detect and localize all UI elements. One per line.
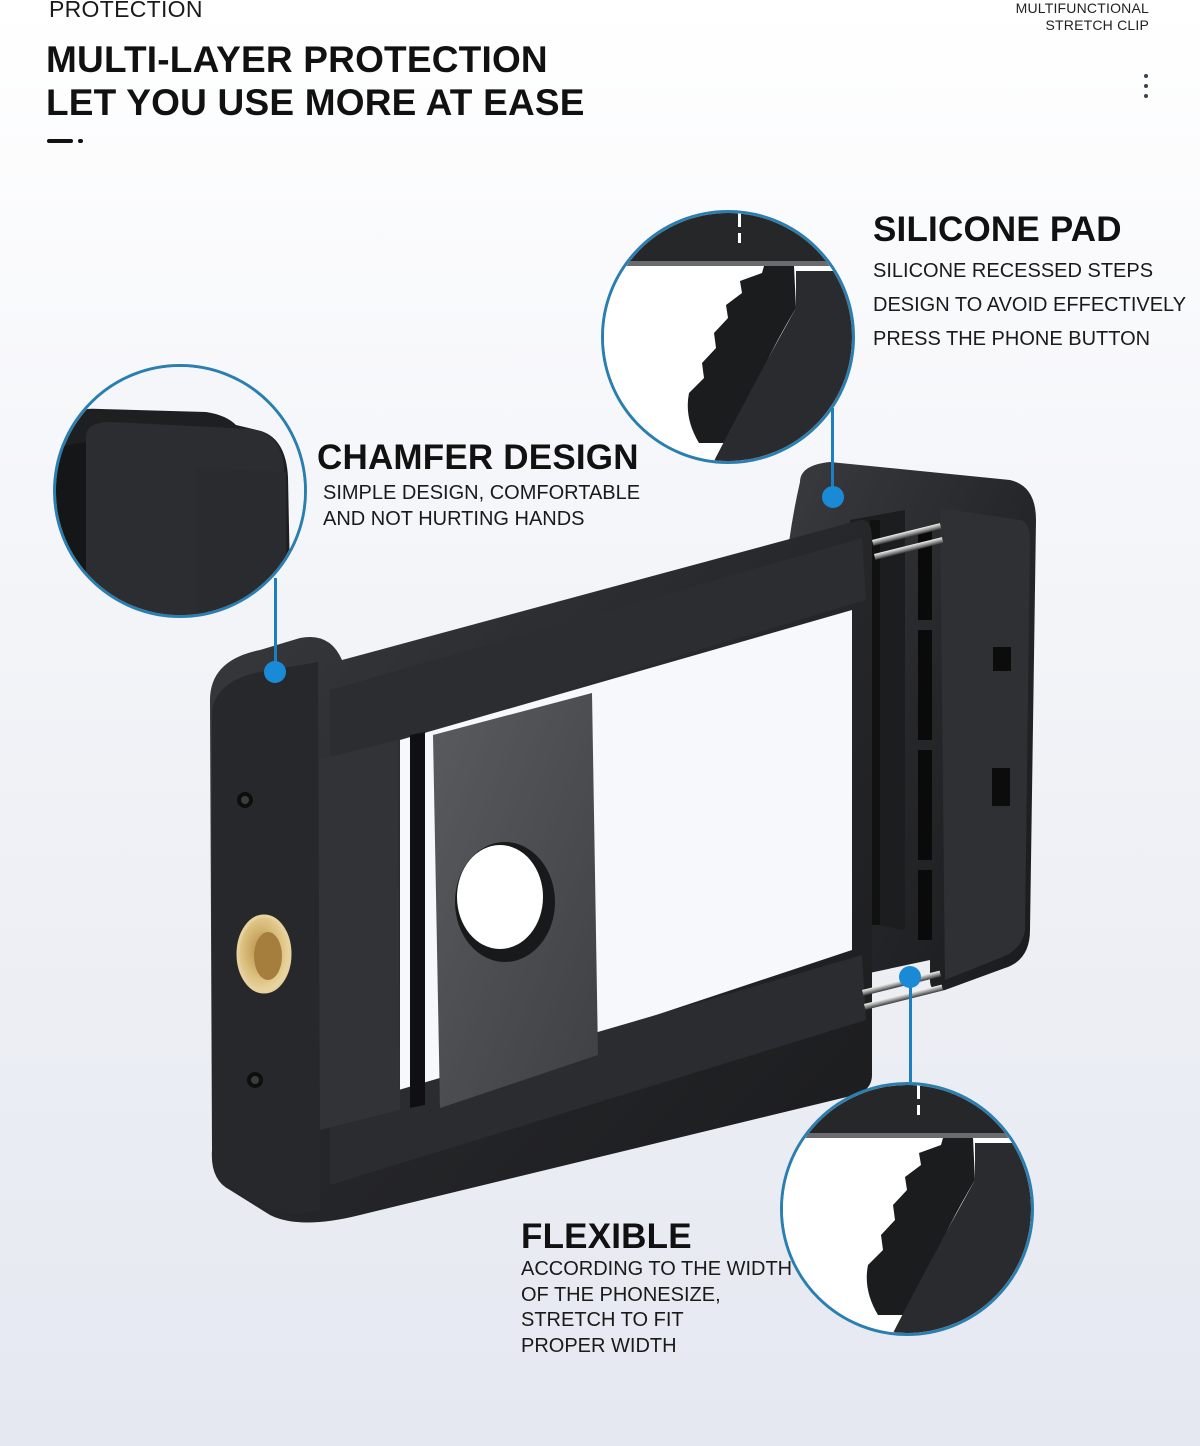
magnifier-lens-silicone xyxy=(601,210,855,464)
feature-flexible: FLEXIBLE ACCORDING TO THE WIDTH OF THE P… xyxy=(521,1217,792,1359)
flexible-steps-closeup xyxy=(783,1085,1031,1333)
description-line: AND NOT HURTING HANDS xyxy=(323,508,585,530)
feature-chamfer-design: CHAMFER DESIGN SIMPLE DESIGN, COMFORTABL… xyxy=(317,438,640,532)
feature-title: CHAMFER DESIGN xyxy=(317,438,639,477)
description-line: ACCORDING TO THE WIDTH xyxy=(521,1258,793,1280)
chamfer-corner-closeup xyxy=(56,367,304,615)
callout-leaders xyxy=(264,408,921,1082)
flexible-callout-pin xyxy=(899,966,921,988)
feature-description: SIMPLE DESIGN, COMFORTABLE AND NOT HURTI… xyxy=(323,480,640,532)
section-tag: PROTECTION xyxy=(49,0,203,22)
feature-title: FLEXIBLE xyxy=(521,1217,692,1256)
main-frame xyxy=(210,519,872,1223)
description-line: SILICONE RECESSED STEPS xyxy=(873,260,1154,282)
accent-dot xyxy=(78,139,83,143)
vertical-ellipsis-icon[interactable] xyxy=(1140,72,1152,100)
accent-bar xyxy=(47,139,73,143)
headline-line-1: MULTI-LAYER PROTECTION xyxy=(46,39,548,80)
magnifier-lens-chamfer xyxy=(53,364,307,618)
corner-title-line-2: STRETCH CLIP xyxy=(1045,17,1149,33)
headline-line-2: LET YOU USE MORE AT EASE xyxy=(46,82,585,123)
description-line: PROPER WIDTH xyxy=(521,1334,677,1357)
headline-accent-mark xyxy=(47,139,85,144)
page-headline: MULTI-LAYER PROTECTION LET YOU USE MORE … xyxy=(46,38,585,124)
feature-description: SILICONE RECESSED STEPS DESIGN TO AVOID … xyxy=(873,254,1186,356)
description-line: DESIGN TO AVOID EFFECTIVELY xyxy=(873,294,1187,316)
magnifier-lens-flexible xyxy=(780,1082,1034,1336)
silicone-steps-closeup xyxy=(604,213,852,461)
feature-title: SILICONE PAD xyxy=(873,210,1122,249)
description-line: STRETCH TO FIT xyxy=(521,1309,684,1331)
corner-title: MULTIFUNCTIONAL STRETCH CLIP xyxy=(1016,0,1149,34)
description-line: SIMPLE DESIGN, COMFORTABLE xyxy=(323,482,641,504)
feature-silicone-pad: SILICONE PAD SILICONE RECESSED STEPS DES… xyxy=(873,210,1186,356)
silicone-callout-pin xyxy=(822,486,844,508)
description-line: OF THE PHONESIZE, xyxy=(521,1283,721,1306)
description-line: PRESS THE PHONE BUTTON xyxy=(873,328,1151,350)
chamfer-callout-pin xyxy=(264,661,286,683)
corner-title-line-1: MULTIFUNCTIONAL xyxy=(1015,0,1149,16)
feature-description: ACCORDING TO THE WIDTH OF THE PHONESIZE,… xyxy=(521,1257,792,1359)
